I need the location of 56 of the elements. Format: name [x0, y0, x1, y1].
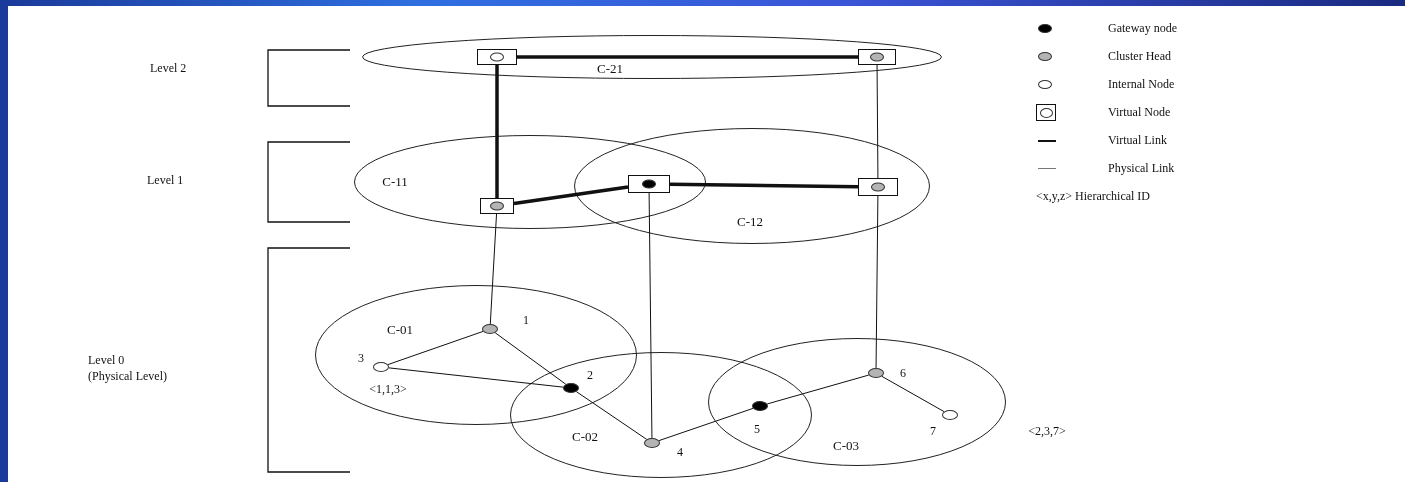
cluster-label: C-12: [737, 214, 763, 230]
cluster-label: C-11: [382, 174, 408, 190]
cluster-ellipse: [510, 352, 812, 478]
node-dot: [644, 438, 660, 448]
legend-text: Physical Link: [1108, 161, 1175, 176]
node-id-label: 6: [900, 365, 906, 381]
level-label: Level 0 (Physical Level): [88, 352, 168, 384]
node-id-label: 2: [587, 367, 593, 383]
node-id-label: <1,1,3>: [369, 381, 407, 397]
node-dot: [942, 410, 958, 420]
node-id-label: <2,3,7>: [1028, 423, 1066, 439]
node-id-label: 3: [358, 350, 364, 366]
cluster-label: C-21: [597, 61, 623, 77]
virtual-link: [517, 55, 858, 59]
physical-link: [875, 195, 879, 369]
node-id-label: 1: [523, 312, 529, 328]
node-dot: [752, 401, 768, 411]
physical-link: [489, 213, 498, 325]
node-id-label: 7: [930, 423, 936, 439]
virtual-node-box: [858, 49, 896, 65]
physical-link: [494, 332, 567, 385]
physical-link: [387, 330, 484, 366]
virtual-node-box: [858, 178, 898, 196]
legend-text: Internal Node: [1108, 77, 1175, 92]
physical-link: [658, 407, 754, 442]
physical-link: [575, 391, 648, 440]
node-dot: [868, 368, 884, 378]
virtual-node-box: [628, 175, 670, 193]
legend-text: Cluster Head: [1108, 49, 1171, 64]
virtual-link: [670, 182, 859, 189]
cluster-label: C-01: [387, 322, 413, 338]
physical-link: [876, 64, 879, 179]
cluster-label: C-03: [833, 438, 859, 454]
physical-link: [766, 374, 870, 405]
legend-text: <x,y,z> Hierarchical ID: [1036, 189, 1151, 204]
node-dot: [482, 324, 498, 334]
physical-link: [388, 367, 564, 388]
node-dot: [373, 362, 389, 372]
level-label: Level 1: [147, 172, 184, 188]
cluster-ellipse: [362, 35, 942, 79]
legend-text: Virtual Node: [1108, 105, 1171, 120]
virtual-link: [513, 185, 629, 206]
cluster-ellipse: [708, 338, 1006, 466]
legend-text: Virtual Link: [1108, 133, 1167, 148]
node-dot: [563, 383, 579, 393]
cluster-label: C-02: [572, 429, 598, 445]
virtual-node-box: [477, 49, 517, 65]
node-id-label: 5: [754, 421, 760, 437]
virtual-node-box: [480, 198, 514, 214]
virtual-link: [495, 65, 499, 198]
physical-link: [881, 375, 945, 413]
level-label: Level 2: [150, 60, 187, 76]
physical-link: [648, 192, 653, 439]
cluster-ellipse: [315, 285, 637, 425]
legend-text: Gateway node: [1108, 21, 1177, 36]
node-id-label: 4: [677, 444, 683, 460]
